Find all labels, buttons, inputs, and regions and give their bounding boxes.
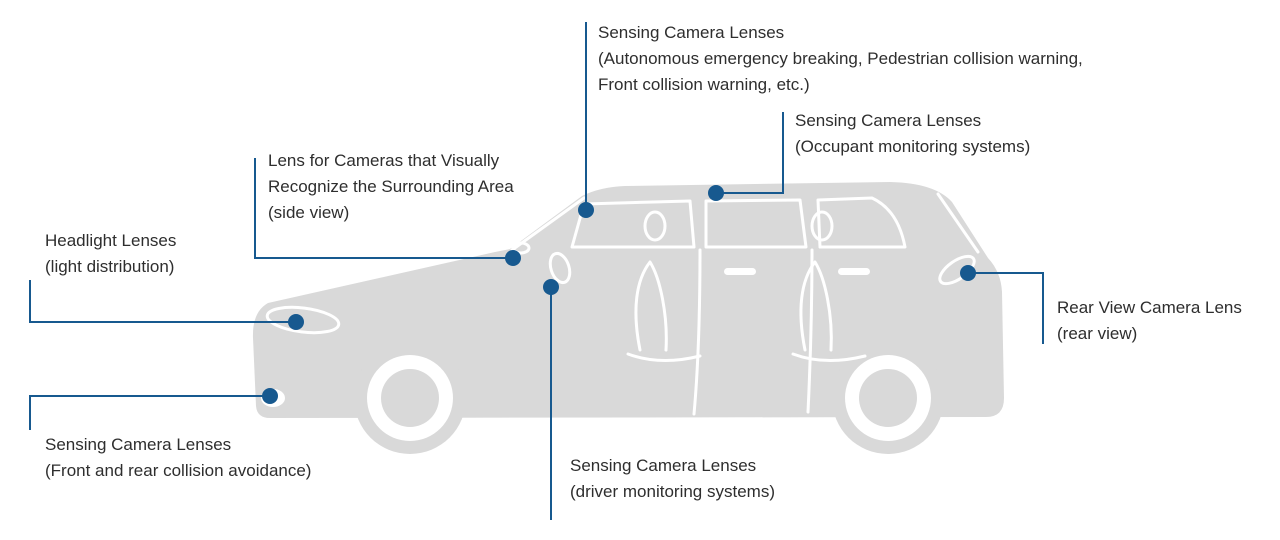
connector-rear-view: [968, 272, 1044, 344]
front-door-handle: [724, 268, 756, 275]
rear-hatch-line: [936, 192, 980, 254]
label-line: (side view): [268, 203, 350, 222]
connector-headlight: [29, 280, 296, 323]
marker-headlight-dot: [288, 314, 304, 330]
front-seat-cushion: [626, 352, 702, 363]
rear-seat: [799, 260, 833, 352]
car-silhouette: [252, 182, 1005, 454]
label-headlight: Headlight Lenses (light distribution): [45, 228, 176, 280]
marker-dots: [262, 185, 976, 404]
label-line: Sensing Camera Lenses: [795, 111, 982, 130]
rear-seat-cushion: [791, 352, 867, 363]
marker-rear-view-dot: [960, 265, 976, 281]
front-wheel: [354, 342, 466, 454]
marker-driver-monitoring-dot: [543, 279, 559, 295]
steering-wheel: [548, 251, 572, 285]
rear-wheel: [832, 342, 944, 454]
label-front-sensing-cameras: Sensing Camera Lenses (Autonomous emerge…: [598, 20, 1083, 98]
marker-front-sensing-dot: [578, 202, 594, 218]
label-line: (rear view): [1057, 324, 1138, 343]
connector-surround-view: [254, 158, 513, 259]
label-line: Front collision warning, etc.): [598, 75, 810, 94]
label-line: (Front and rear collision avoidance): [45, 461, 312, 480]
front-seat: [634, 260, 668, 352]
front-door-window: [570, 199, 696, 249]
connector-lines: [29, 22, 1044, 520]
label-line: Sensing Camera Lenses: [598, 23, 785, 42]
rear-door-seam: [806, 248, 814, 414]
front-door-seam: [692, 248, 702, 416]
label-line: (driver monitoring systems): [570, 482, 775, 501]
connector-collision-avoidance: [29, 395, 270, 430]
label-collision-avoidance: Sensing Camera Lenses (Front and rear co…: [45, 432, 311, 484]
connector-occupant-monitoring: [716, 112, 784, 194]
front-headrest: [643, 210, 667, 242]
windshield-line: [510, 196, 586, 252]
label-line: Lens for Cameras that Visually: [268, 151, 500, 170]
label-line: Rear View Camera Lens: [1057, 298, 1242, 317]
marker-surround-view-dot: [505, 250, 521, 266]
label-surround-view: Lens for Cameras that Visually Recognize…: [268, 148, 514, 226]
label-rear-view: Rear View Camera Lens (rear view): [1057, 295, 1242, 347]
quarter-window: [816, 196, 907, 249]
label-driver-monitoring: Sensing Camera Lenses (driver monitoring…: [570, 453, 775, 505]
label-occupant-monitoring: Sensing Camera Lenses (Occupant monitori…: [795, 108, 1030, 160]
label-line: Sensing Camera Lenses: [570, 456, 757, 475]
label-line: (light distribution): [45, 257, 175, 276]
side-mirror: [511, 241, 531, 255]
rear-door-window: [704, 198, 808, 249]
label-line: Sensing Camera Lenses: [45, 435, 232, 454]
headlight-outline: [265, 305, 341, 335]
label-line: (Occupant monitoring systems): [795, 137, 1031, 156]
label-line: Recognize the Surrounding Area: [268, 177, 514, 196]
rear-headrest: [810, 210, 834, 242]
marker-collision-avoidance-dot: [262, 388, 278, 404]
rear-door-handle: [838, 268, 870, 275]
label-line: (Autonomous emergency breaking, Pedestri…: [598, 49, 1083, 68]
car-line-details: [265, 192, 980, 416]
marker-occupant-monitoring-dot: [708, 185, 724, 201]
label-line: Headlight Lenses: [45, 231, 177, 250]
